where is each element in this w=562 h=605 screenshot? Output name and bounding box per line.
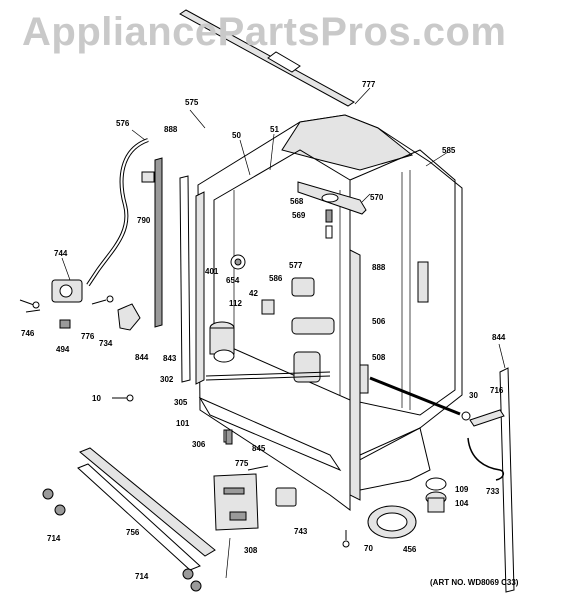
internal-parts <box>205 254 335 383</box>
callout-586: 586 <box>269 274 283 283</box>
site-watermark: AppliancePartsPros.com <box>22 10 507 54</box>
callout-506: 506 <box>372 317 386 326</box>
inlet-hose-part <box>86 138 155 287</box>
cable-part <box>467 437 505 481</box>
callout-714-bottom: 714 <box>135 572 149 581</box>
callout-733: 733 <box>486 487 500 496</box>
callout-844-left: 844 <box>135 353 149 362</box>
door-gasket-part <box>154 157 515 593</box>
callout-568: 568 <box>290 197 304 206</box>
callout-585: 585 <box>442 146 456 155</box>
callout-790: 790 <box>137 216 151 225</box>
callout-888-left: 888 <box>164 125 178 134</box>
callout-50: 50 <box>232 131 241 140</box>
tub-assembly <box>195 114 463 511</box>
callout-714-left: 714 <box>47 534 61 543</box>
callout-734: 734 <box>99 339 113 348</box>
callout-845: 845 <box>252 444 266 453</box>
callout-776: 776 <box>81 332 95 341</box>
spray-arm-part <box>297 181 367 239</box>
callout-70: 70 <box>364 544 373 553</box>
filter-part <box>367 505 417 539</box>
callout-744: 744 <box>54 249 68 258</box>
callout-104: 104 <box>455 499 469 508</box>
callout-570: 570 <box>370 193 384 202</box>
callout-777: 777 <box>362 80 376 89</box>
callout-51: 51 <box>270 125 279 134</box>
small-parts-left <box>19 295 141 402</box>
callout-569: 569 <box>292 211 306 220</box>
leader-lines <box>61 87 506 579</box>
top-gasket-part <box>179 9 355 107</box>
callout-575: 575 <box>185 98 199 107</box>
callout-775: 775 <box>235 459 249 468</box>
callout-843: 843 <box>163 354 177 363</box>
callout-308: 308 <box>244 546 258 555</box>
callout-306: 306 <box>192 440 206 449</box>
callout-746: 746 <box>21 329 35 338</box>
callout-112: 112 <box>229 299 242 308</box>
callout-109: 109 <box>455 485 469 494</box>
callout-576: 576 <box>116 119 130 128</box>
callout-30: 30 <box>469 391 478 400</box>
bottom-rail-part <box>77 447 216 571</box>
callout-302: 302 <box>160 375 174 384</box>
spring-part <box>369 376 505 427</box>
callout-654: 654 <box>226 276 240 285</box>
callout-844-right: 844 <box>492 333 506 342</box>
control-parts <box>213 465 297 531</box>
callout-10: 10 <box>92 394 101 403</box>
callout-labels: 777 575 576 888 50 51 585 570 568 569 79… <box>21 80 506 581</box>
art-number: (ART NO. WD8069 C33) <box>430 578 519 587</box>
callout-456: 456 <box>403 545 417 554</box>
callout-42: 42 <box>249 289 258 298</box>
callout-305: 305 <box>174 398 188 407</box>
callout-756: 756 <box>126 528 140 537</box>
sump-parts <box>425 477 447 513</box>
callout-401: 401 <box>205 267 219 276</box>
callout-101: 101 <box>176 419 190 428</box>
callout-577: 577 <box>289 261 303 270</box>
callout-508: 508 <box>372 353 386 362</box>
callout-743: 743 <box>294 527 308 536</box>
screws <box>42 429 350 592</box>
callout-888-right: 888 <box>372 263 386 272</box>
water-valve-part <box>51 279 83 329</box>
callout-716: 716 <box>490 386 504 395</box>
callout-494: 494 <box>56 345 70 354</box>
